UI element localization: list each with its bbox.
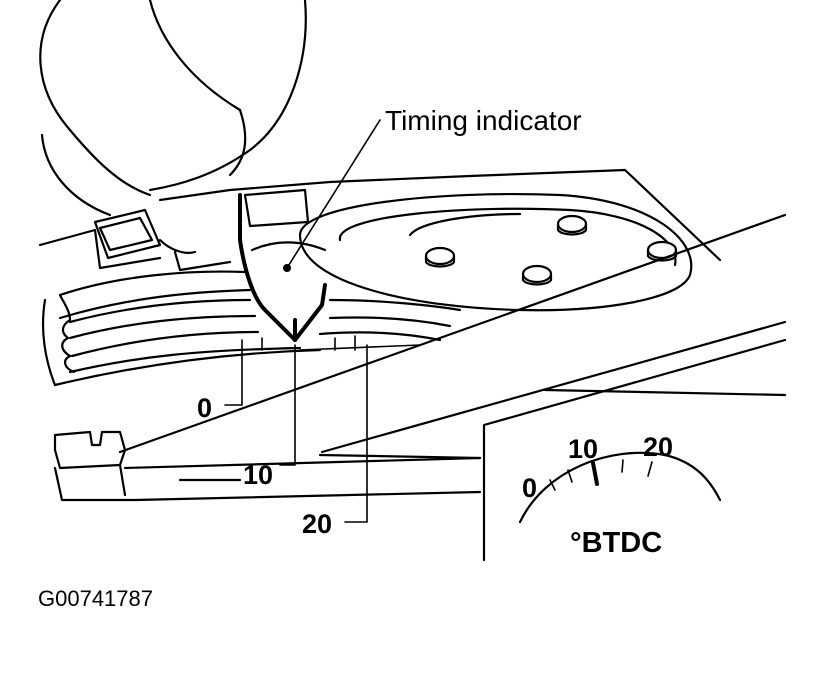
- callout-leaders: [224, 119, 381, 523]
- mark-20-label: 20: [302, 509, 332, 539]
- hand-illustration: [39, 0, 307, 217]
- sprocket-bolt: [521, 264, 553, 286]
- dial-20-label: 20: [643, 432, 673, 462]
- sprocket-bolt: [646, 240, 678, 262]
- dial-0-label: 0: [522, 473, 537, 503]
- dial-10-label: 10: [568, 434, 598, 464]
- engine-housing: [38, 168, 722, 272]
- figure-id: G00741787: [38, 586, 153, 611]
- camshaft-sprocket: [298, 192, 693, 312]
- timing-indicator-label: Timing indicator: [385, 105, 582, 136]
- timing-dial-panel: [482, 338, 787, 562]
- timing-indicator-pointer: [238, 193, 327, 342]
- sprocket-bolt: [424, 246, 456, 268]
- drive-belt: [118, 213, 787, 454]
- crankshaft-pulley: [41, 270, 462, 387]
- sprocket-bolt: [556, 214, 588, 236]
- btdc-unit-label: °BTDC: [570, 527, 662, 559]
- timing-light: [53, 430, 482, 502]
- mark-0-label: 0: [197, 393, 212, 423]
- mark-10-label: 10: [243, 460, 273, 490]
